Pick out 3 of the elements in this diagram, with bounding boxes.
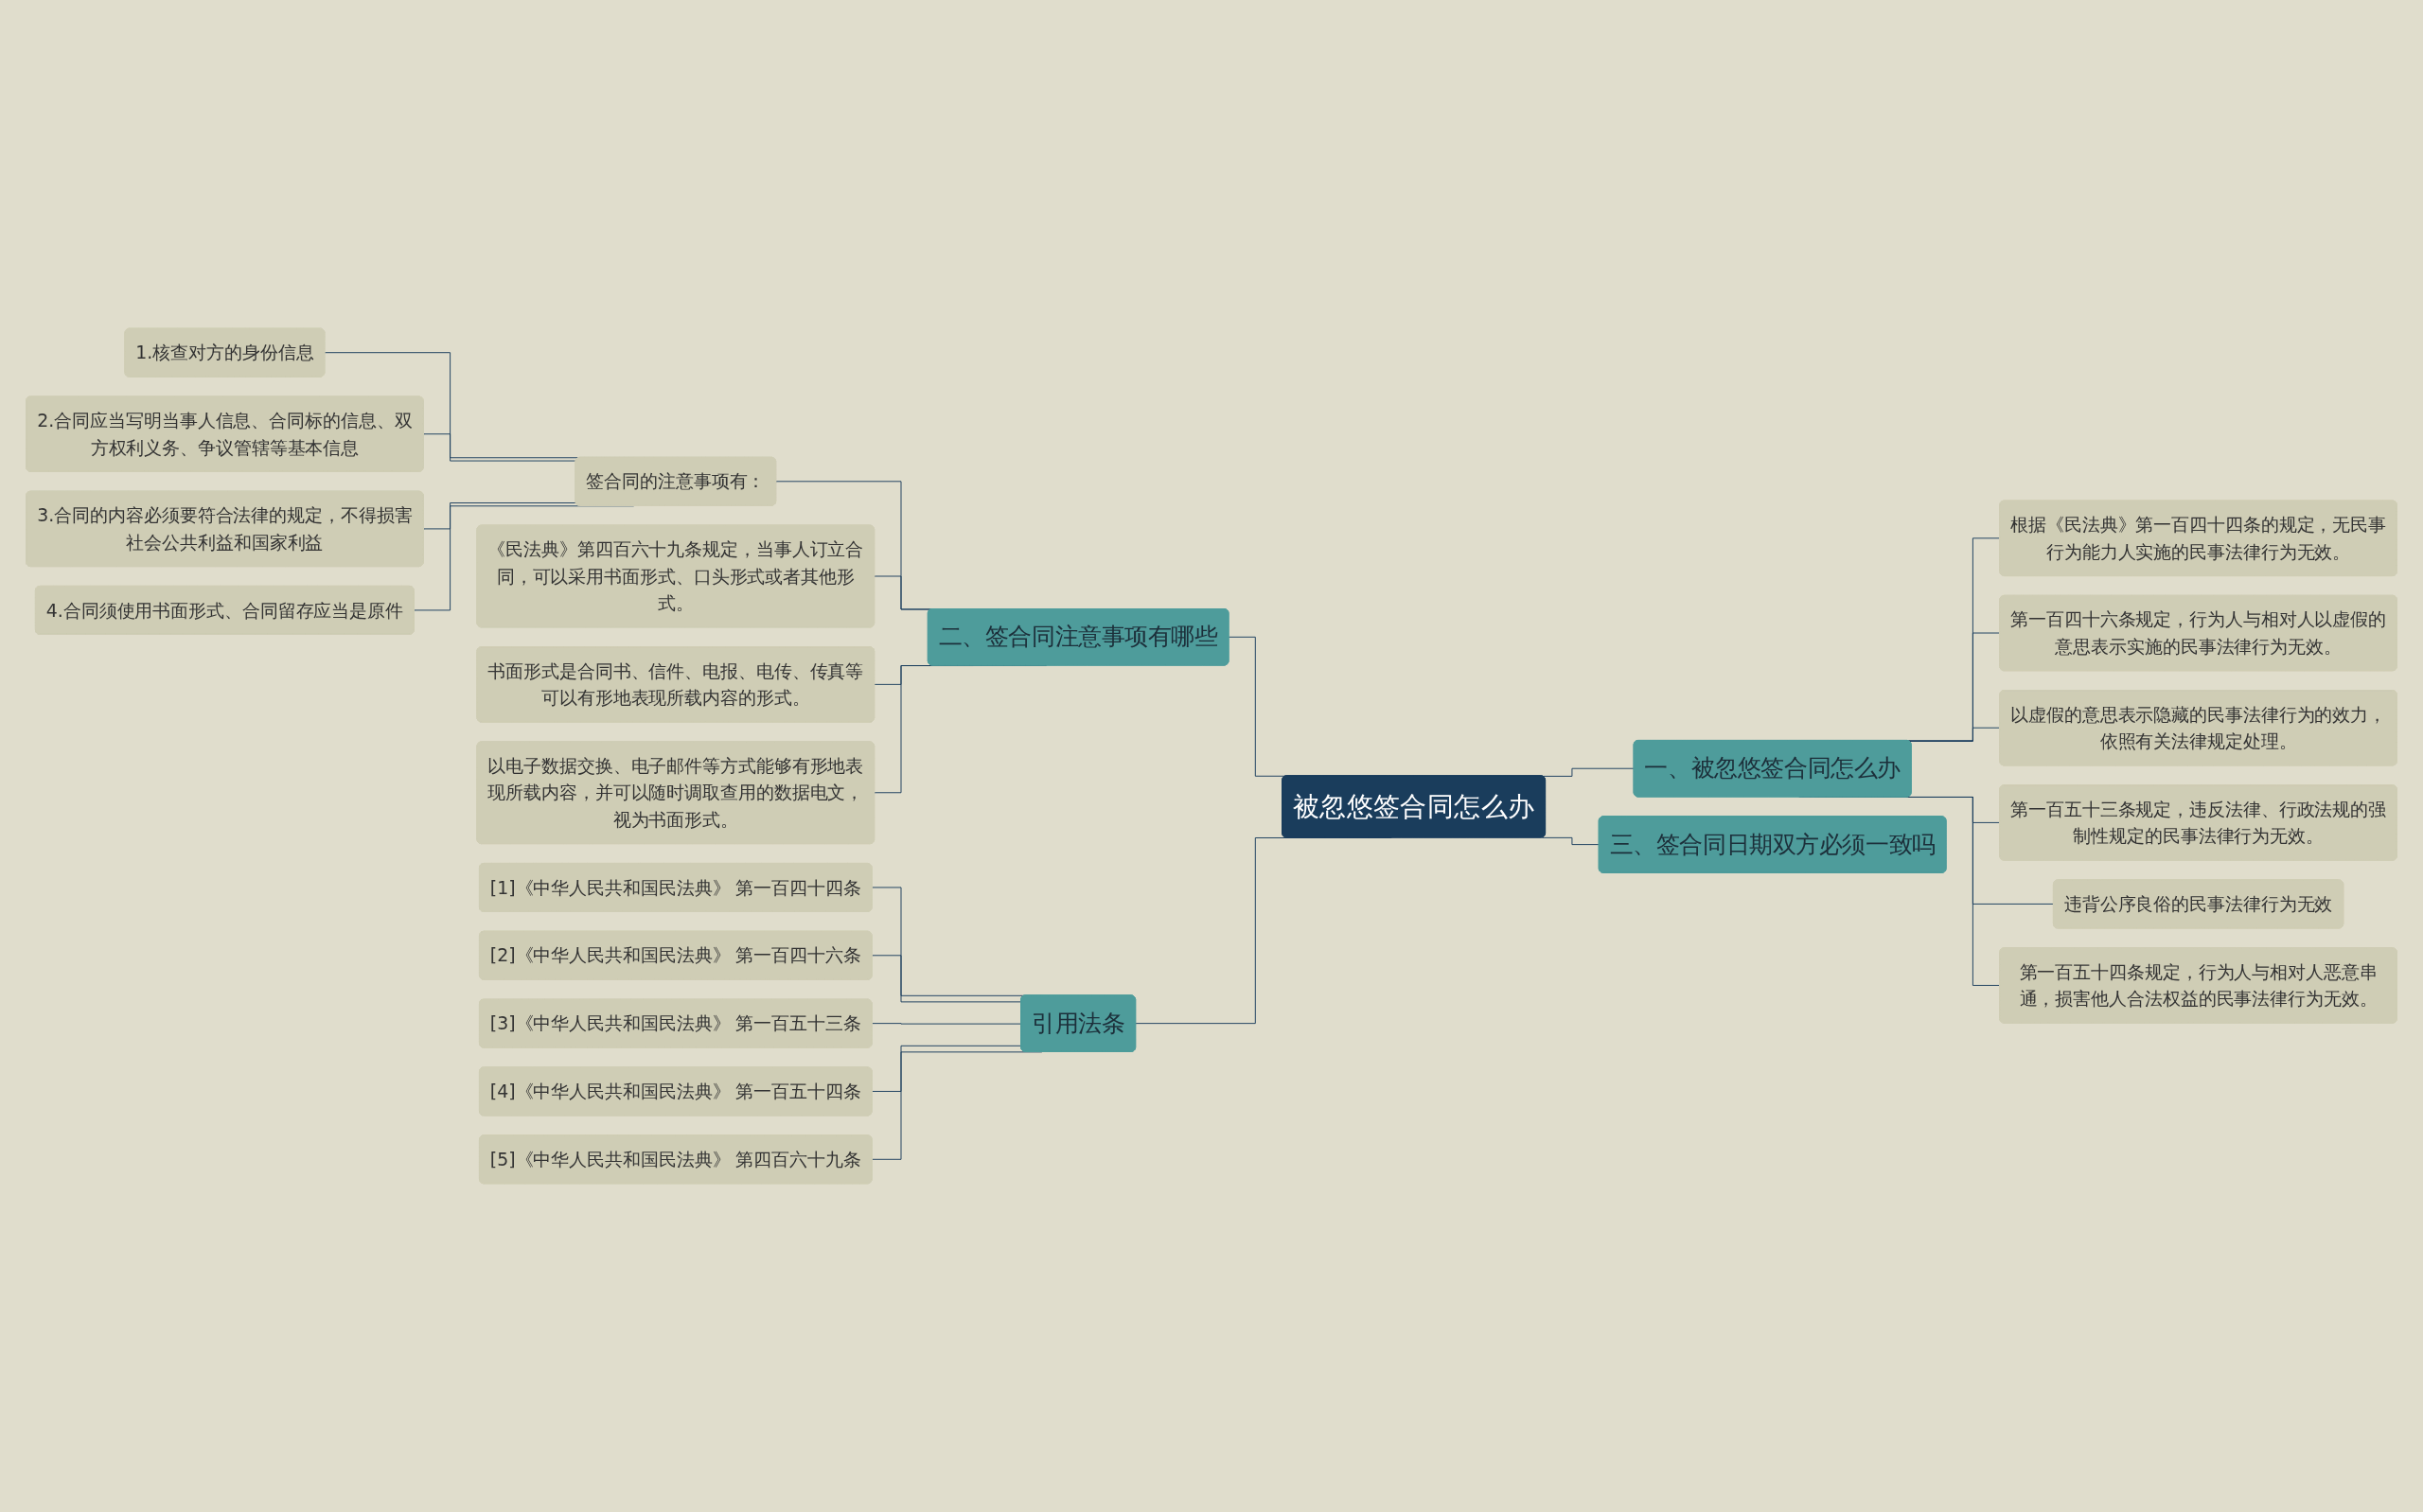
connector: [1541, 767, 1636, 777]
connector: [1541, 836, 1601, 846]
connector: [872, 1023, 1022, 1025]
